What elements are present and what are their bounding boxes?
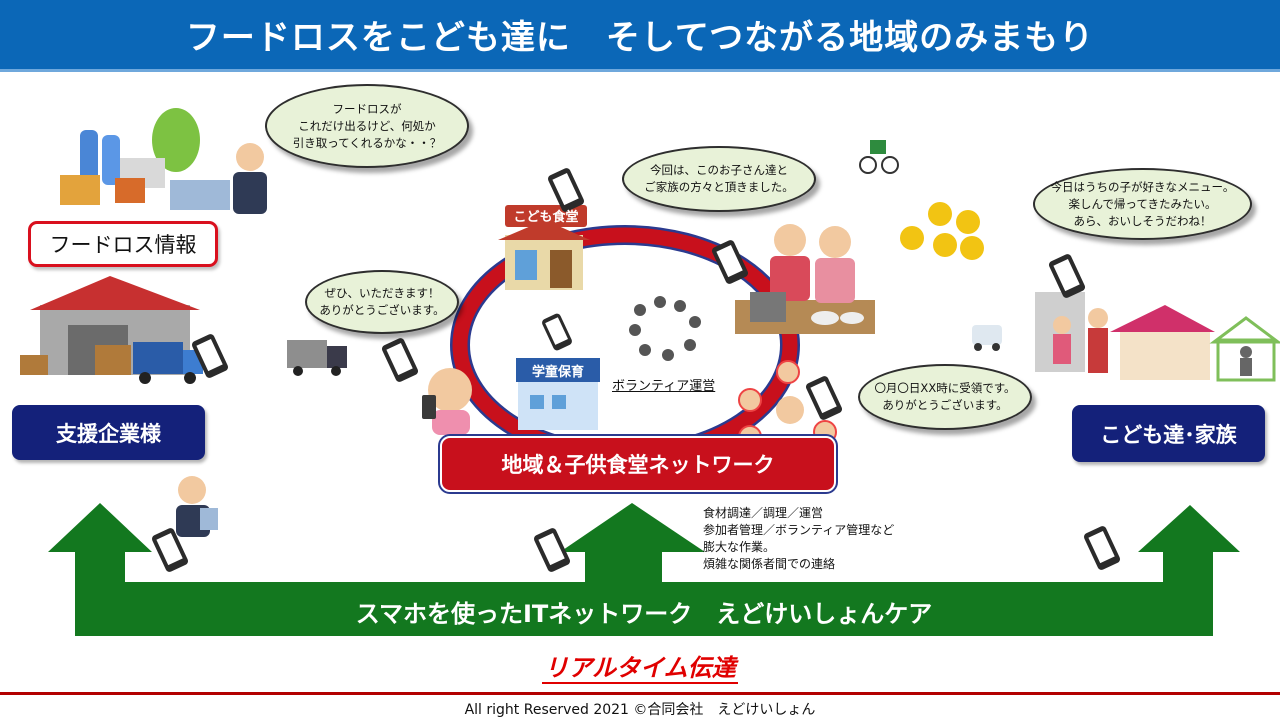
- smartphone-icon: [1048, 254, 1086, 298]
- kodomo-shokudo-sign: こども食堂: [513, 210, 579, 225]
- smartphone-icon: [711, 240, 749, 284]
- realtime-label: リアルタイム伝達: [542, 654, 738, 684]
- smartphone-icon: [191, 334, 229, 378]
- it-network-arrow: [48, 503, 1240, 636]
- company-speech-bubble: フードロスがこれだけ出るけど、何処か引き取ってくれるかな・・？: [265, 84, 469, 168]
- gakudo-hoiku-building: [516, 358, 600, 430]
- task-item: 膨大な作業。: [703, 540, 776, 554]
- volunteers-illustration: [629, 296, 701, 361]
- smartphone-icon: [151, 528, 189, 572]
- task-item: 参加者管理／ボランティア管理など: [703, 523, 895, 537]
- gakudo-hoiku-sign: 学童保育: [531, 365, 584, 380]
- smartphone-icon: [533, 528, 571, 572]
- van-illustration: [287, 340, 347, 376]
- sponsors-box: 支援企業様: [12, 405, 205, 460]
- task-item: 食材調達／調理／運営: [703, 506, 824, 520]
- small-car-illustration: [972, 325, 1002, 351]
- copyright: All right Reserved 2021 ©合同会社 えどけいしょん: [464, 702, 816, 718]
- footer-divider: [0, 692, 1280, 695]
- task-list: 食材調達／調理／運営 参加者管理／ボランティア管理など 膨大な作業。 煩雑な関係…: [703, 505, 894, 573]
- it-network-label: スマホを使ったITネットワーク えどけいしょんケア: [355, 599, 933, 628]
- family-speech-bubble: 今日はうちの子が好きなメニュー。楽しんで帰ってきたみたい。あら、おいしそうだわね…: [1033, 168, 1252, 240]
- smartphone-icon: [542, 313, 572, 351]
- foodloss-info-box: フードロス情報: [28, 221, 218, 267]
- tablet-person-illustration: [176, 476, 218, 537]
- page-title: フードロスをこども達に そしてつながる地域のみまもり: [185, 18, 1095, 58]
- network-box: 地域＆子供食堂ネットワーク: [438, 434, 838, 494]
- food-illustration: [60, 108, 230, 210]
- volunteer-speech-bubble: 〇月〇日XX時に受領です。ありがとうございます。: [858, 364, 1032, 430]
- smartphone-icon: [547, 168, 585, 212]
- truck-illustration: [133, 342, 203, 384]
- cafeteria-speech-bubble: 今回は、このお子さん達とご家族の方々と頂きました。: [622, 146, 816, 212]
- delivery-cyclist-illustration: [859, 140, 899, 174]
- smartphone-icon: [1083, 526, 1121, 570]
- cooks-illustration: [735, 224, 875, 334]
- children-illustration: [900, 202, 984, 260]
- volunteer-label: ボランティア運営: [612, 379, 716, 394]
- businessman-illustration: [233, 143, 267, 214]
- smartphone-icon: [381, 338, 419, 382]
- receiver-speech-bubble: ぜひ、いただきます！ありがとうございます。: [305, 270, 459, 334]
- girl-with-phone-illustration: [422, 368, 472, 435]
- task-item: 煩雑な関係者間での連絡: [703, 557, 836, 571]
- kodomo-shokudo-building: [498, 205, 590, 290]
- children-family-box: こども達･家族: [1072, 405, 1265, 462]
- smartphone-icon: [805, 376, 843, 420]
- title-bar: フードロスをこども達に そしてつながる地域のみまもり: [0, 0, 1280, 72]
- houses-illustration: [1035, 292, 1280, 382]
